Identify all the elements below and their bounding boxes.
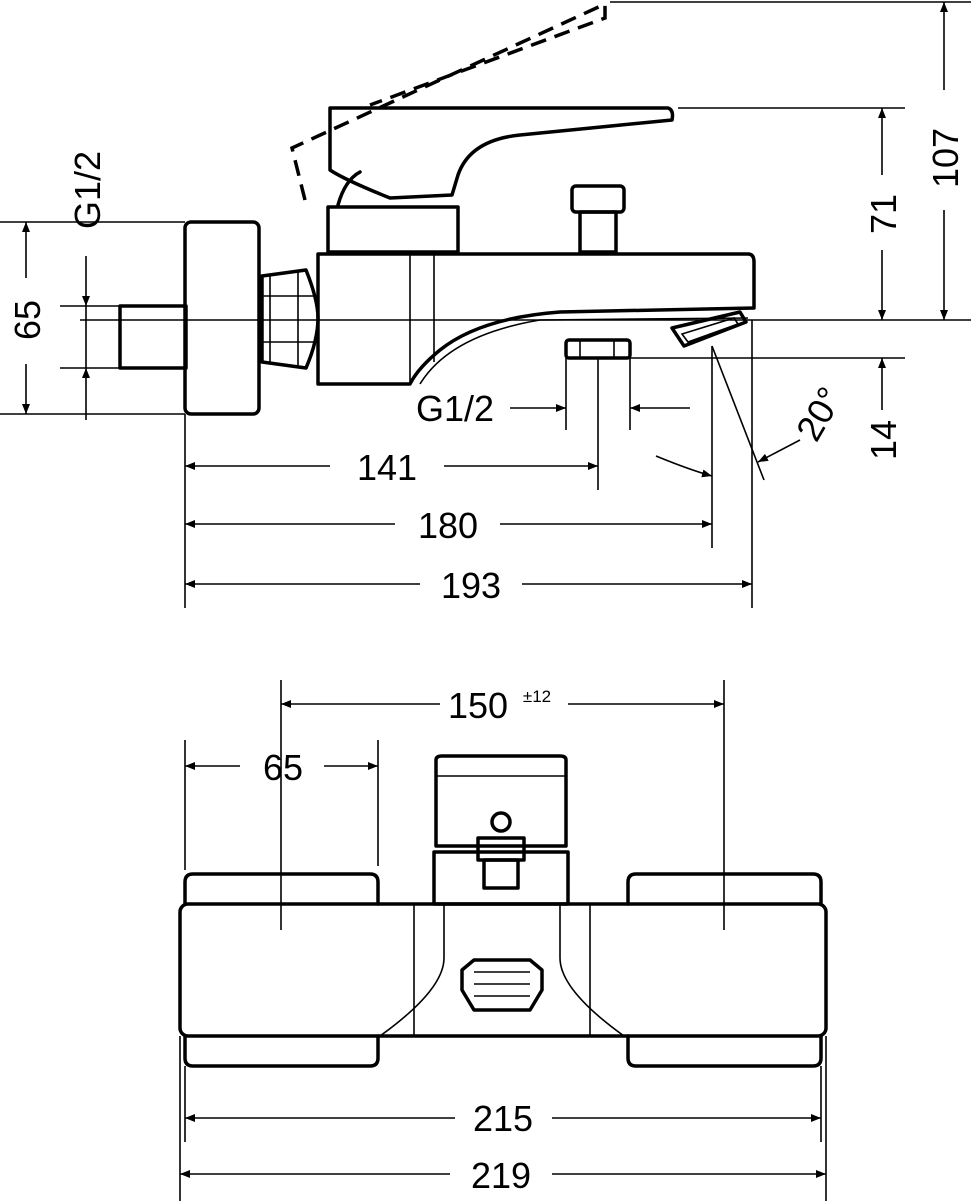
angle-label: 20° [788,380,851,448]
dim-215-label: 215 [473,1098,533,1139]
mixer-body [316,252,756,386]
dim-219-label: 219 [471,1155,531,1196]
rosette-left-bottom [183,1034,380,1068]
cartridge-neck [336,170,362,207]
dim-g12-bottom-label: G1/2 [416,388,494,429]
aerator [670,310,748,348]
spout-top-curve-l [379,904,445,1037]
top-view: 150 ±12 65 215 219 [178,680,828,1201]
spout-top-curve-r [559,904,625,1037]
aerator-top [460,958,544,1012]
wall-rosette [183,220,261,416]
dim-193-label: 193 [441,565,501,606]
angle-ref-line [711,345,765,481]
hand-shower-outlet [564,338,632,360]
dim-71-label: 71 [863,194,904,234]
cartridge-body [326,205,460,254]
diverter-body-top [482,858,520,890]
dim-14-label: 14 [863,420,904,460]
nut-hex [260,268,320,370]
dim-150-label: 150 [448,685,508,726]
rosette-right-bottom [626,1034,823,1068]
lever-top [434,754,568,848]
lever-handle [328,106,675,200]
spout-underside [419,317,749,385]
diverter-stem-top [476,836,526,862]
dim-g12-top-label: G1/2 [67,151,108,229]
diverter-knob-top [490,811,512,833]
dim-141-label: 141 [357,447,417,488]
dim-180-label: 180 [418,505,478,546]
dim-65-label: 65 [7,300,48,340]
wall-connector-pipe [118,304,188,370]
angle-arrow [757,439,801,463]
dim-65-top-label: 65 [263,747,303,788]
diverter-knob [570,184,626,214]
aerator-inner [680,317,740,343]
lever-open-position-outline [289,1,607,201]
dim-107-label: 107 [925,128,966,188]
diverter-stem [578,210,618,254]
side-view: 65 G1/2 G1/2 141 180 193 20° [0,1,971,608]
dim-150-tolerance: ±12 [523,687,551,706]
angle-arc [655,455,713,478]
mixer-body-top [178,902,828,1038]
